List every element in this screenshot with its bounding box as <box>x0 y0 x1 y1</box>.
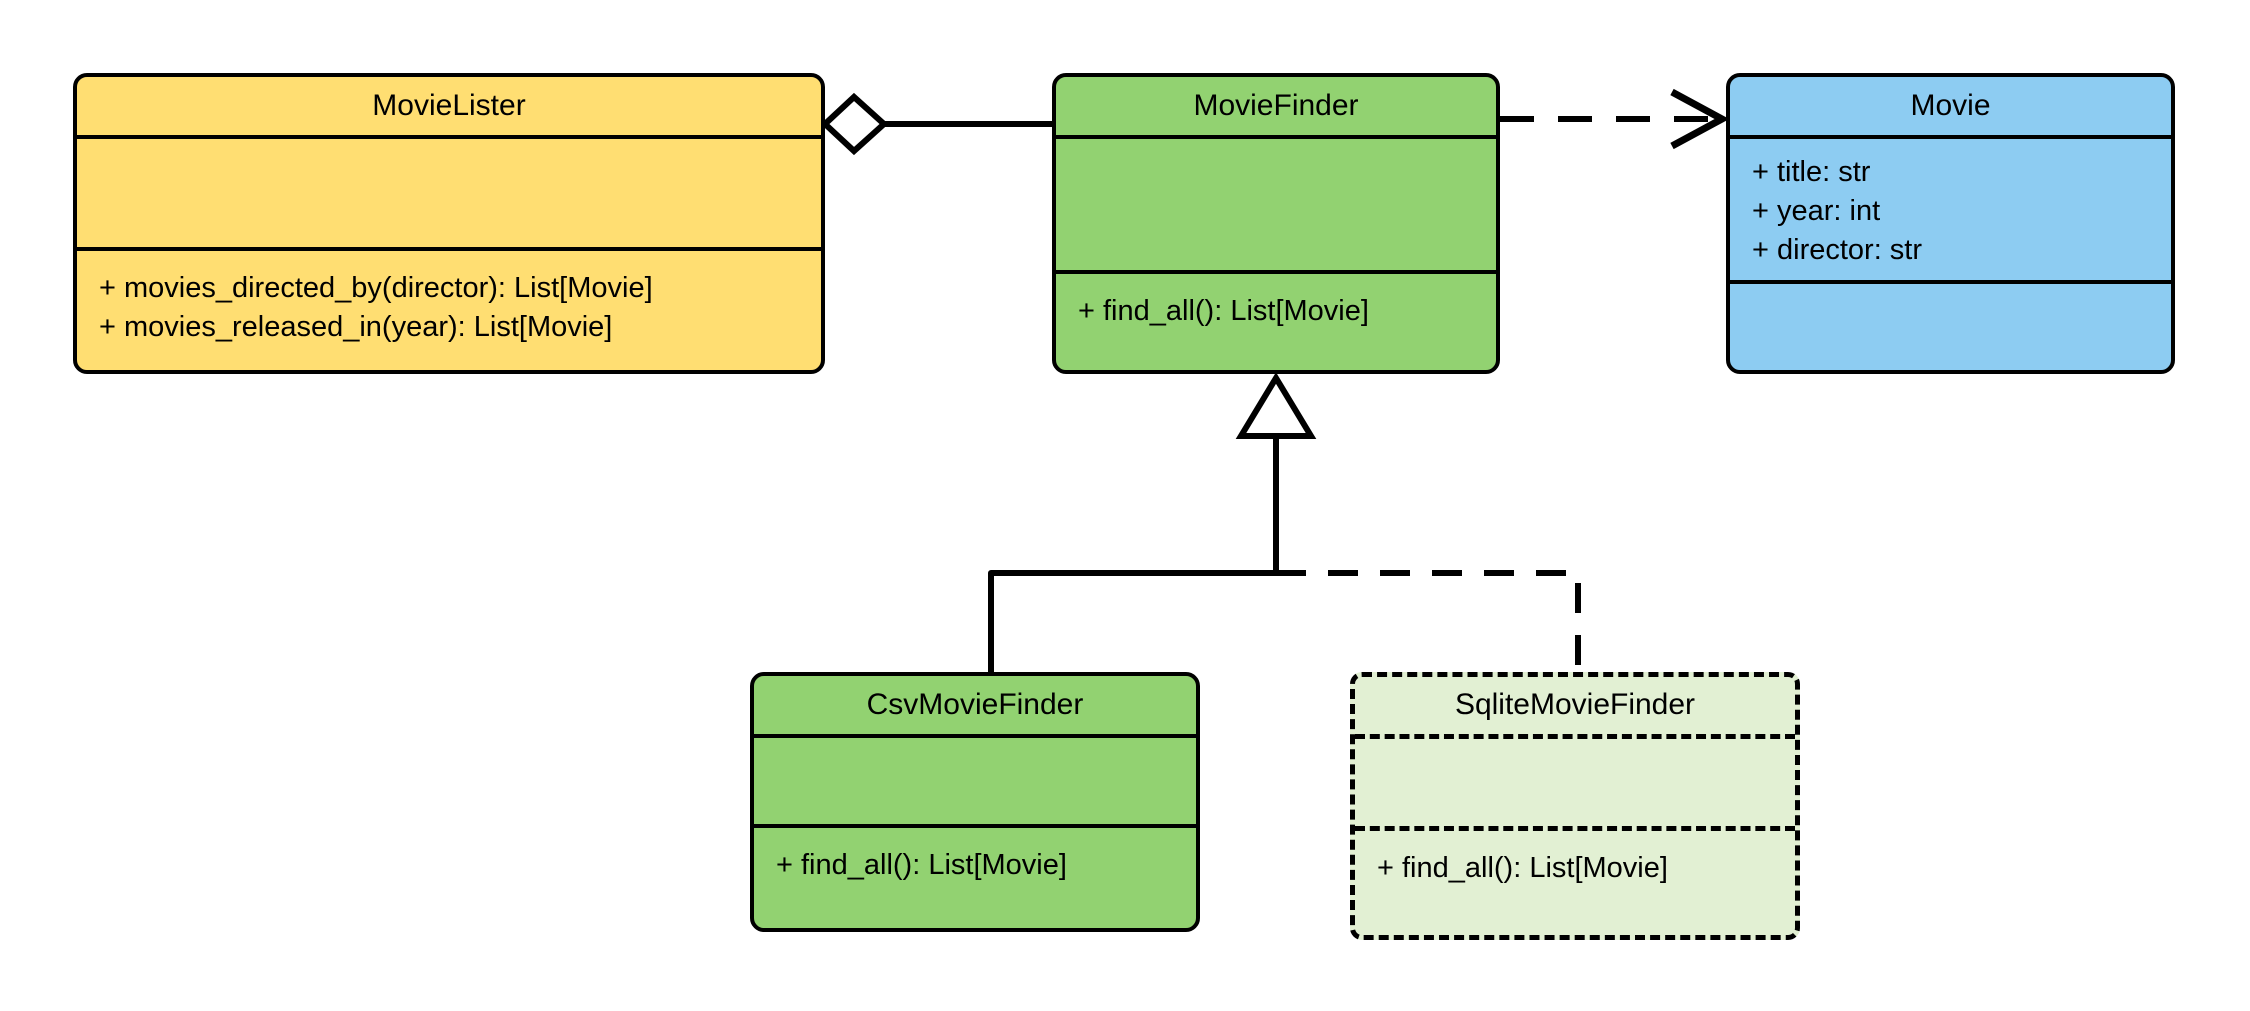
attribute-item: + director: str <box>1752 233 1923 266</box>
inheritance-csv-finder <box>988 570 1276 672</box>
class-attributes-compartment <box>754 738 1196 828</box>
class-operations-compartment <box>1730 284 2171 370</box>
class-attributes-compartment: + title: str + year: int + director: str <box>1730 139 2171 284</box>
aggregation-lister-finder <box>820 92 1052 156</box>
operation-item: + find_all(): List[Movie] <box>1078 295 1369 327</box>
generalization-hub <box>1235 372 1317 573</box>
inheritance-csv-line <box>988 570 1276 672</box>
class-attributes-compartment <box>1355 739 1795 831</box>
operation-item: + find_all(): List[Movie] <box>1377 852 1668 884</box>
class-operations-compartment: + find_all(): List[Movie] <box>1056 274 1496 370</box>
class-attributes-compartment <box>1056 139 1496 274</box>
class-operations-compartment: + find_all(): List[Movie] <box>754 828 1196 928</box>
class-attributes-compartment <box>77 139 821 251</box>
class-box-movie[interactable]: Movie + title: str + year: int + directo… <box>1726 73 2175 374</box>
hollow-triangle-icon <box>1235 372 1317 439</box>
hollow-diamond-icon <box>820 92 889 156</box>
class-name-movie: Movie <box>1910 88 1991 122</box>
class-box-movielister[interactable]: MovieLister + movies_directed_by(directo… <box>73 73 825 374</box>
inheritance-sqlite-finder <box>1276 570 1581 672</box>
class-title-compartment: MovieLister <box>77 77 821 139</box>
class-name-csvmoviefinder: CsvMovieFinder <box>866 687 1084 721</box>
class-operations-compartment: + find_all(): List[Movie] <box>1355 831 1795 935</box>
class-title-compartment: SqliteMovieFinder <box>1355 677 1795 739</box>
class-operations-compartment: + movies_directed_by(director): List[Mov… <box>77 251 821 370</box>
class-title-compartment: MovieFinder <box>1056 77 1496 139</box>
class-title-compartment: Movie <box>1730 77 2171 139</box>
class-title-compartment: CsvMovieFinder <box>754 676 1196 738</box>
class-name-movielister: MovieLister <box>372 88 526 122</box>
inheritance-sqlite-line <box>1276 570 1581 672</box>
operation-item: + movies_released_in(year): List[Movie] <box>99 310 613 343</box>
class-box-moviefinder[interactable]: MovieFinder + find_all(): List[Movie] <box>1052 73 1500 374</box>
operation-item: + find_all(): List[Movie] <box>776 849 1067 881</box>
dependency-finder-movie <box>1500 88 1730 150</box>
attribute-item: + title: str <box>1752 156 1871 188</box>
class-name-moviefinder: MovieFinder <box>1193 88 1359 122</box>
class-box-sqlitemoviefinder[interactable]: SqliteMovieFinder + find_all(): List[Mov… <box>1350 672 1800 940</box>
operation-item: + movies_directed_by(director): List[Mov… <box>99 272 653 304</box>
open-arrow-icon <box>1670 88 1730 150</box>
class-box-csvmoviefinder[interactable]: CsvMovieFinder + find_all(): List[Movie] <box>750 672 1200 932</box>
class-name-sqlitemoviefinder: SqliteMovieFinder <box>1454 688 1696 722</box>
attribute-item: + year: int <box>1752 194 1881 227</box>
